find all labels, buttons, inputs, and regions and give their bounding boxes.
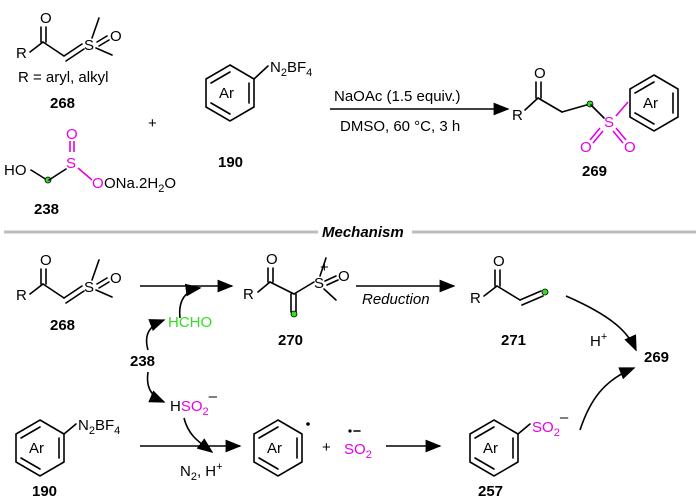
structure-271: O R [470, 253, 549, 307]
structure-270: O R S + O [243, 251, 350, 318]
diazonium-label: N2BF4 [270, 59, 312, 79]
proton-label: H+ [590, 331, 607, 350]
n2-h-label: N2, H+ [180, 461, 223, 483]
compound-268-label: 268 [50, 95, 75, 112]
atom-r: R [512, 107, 523, 124]
aryl-label: Ar [29, 440, 44, 457]
atom-o: O [110, 270, 122, 287]
atom-r: R [16, 287, 27, 304]
atom-r: R [16, 45, 27, 62]
structure-269: O R S O O Ar [512, 65, 679, 156]
mechanism-title: Mechanism [322, 224, 404, 241]
mechanism-divider: Mechanism [4, 224, 696, 241]
atom-o: O [493, 253, 505, 270]
compound-271-label: 271 [501, 332, 526, 349]
plus-sign: + [322, 439, 331, 456]
compound-257-label: 257 [478, 483, 503, 500]
structure-268-top: O R S O [16, 10, 122, 62]
structure-190-mech: Ar N2BF4 [15, 417, 120, 477]
atom-r: R [470, 290, 481, 307]
arrow-257-to-269 [579, 367, 636, 431]
aryl-label: Ar [483, 440, 498, 457]
atom-o: O [66, 126, 78, 143]
arrow-271-to-269 [565, 295, 637, 352]
atom-r: R [243, 286, 254, 303]
compound-238-mech-label: 238 [130, 353, 155, 370]
atom-o: O [110, 28, 122, 45]
structure-238: HO S O O ONa.2H2O [4, 126, 176, 195]
compound-190-mech-label: 190 [32, 483, 57, 500]
atom-s: S [84, 279, 94, 296]
na-label: ONa.2H2O [104, 175, 176, 195]
diazonium-label: N2BF4 [78, 417, 120, 437]
atom-s: S [84, 37, 94, 54]
so2-radical-label: SO2 [344, 441, 372, 461]
aryl-label: Ar [267, 440, 282, 457]
compound-270-label: 270 [278, 332, 303, 349]
atom-o: O [624, 139, 636, 156]
hcho-label: HCHO [168, 314, 212, 331]
conditions-label: DMSO, 60 °C, 3 h [340, 118, 460, 135]
atom-ho: HO [4, 162, 27, 179]
atom-s: S [314, 275, 324, 292]
atom-o: O [40, 10, 52, 27]
atom-o: O [580, 139, 592, 156]
reagent-label: NaOAc (1.5 equiv.) [334, 88, 460, 105]
structure-268-mech: O R S O [16, 252, 122, 304]
atom-s: S [604, 114, 614, 131]
curved-arrow-loss [183, 417, 214, 453]
aryl-radical: Ar [253, 419, 310, 477]
structure-190-top: Ar N2BF4 [205, 59, 312, 122]
arrow-238-to-hso2 [146, 371, 166, 403]
compound-269-mech-label: 269 [644, 349, 669, 366]
curved-arrow-hcho [178, 283, 202, 319]
structure-257: Ar SO2– [469, 409, 569, 477]
charge-plus: + [320, 259, 329, 276]
atom-o: O [338, 268, 350, 285]
aryl-label: Ar [643, 95, 658, 112]
plus-sign: + [148, 115, 157, 132]
so2-anion-label: SO2– [532, 409, 569, 439]
compound-268-mech-label: 268 [50, 317, 75, 334]
compound-190-label: 190 [218, 154, 243, 171]
compound-269-label: 269 [582, 163, 607, 180]
arrow-238-to-hcho [145, 319, 166, 351]
atom-o: O [266, 251, 278, 268]
reduction-label: Reduction [362, 291, 430, 308]
compound-238-label: 238 [34, 201, 59, 218]
r-definition: R = aryl, alkyl [18, 69, 108, 86]
atom-o: O [534, 65, 546, 82]
hso2-label: HSO2– [170, 388, 218, 418]
atom-o: O [40, 252, 52, 269]
aryl-label: Ar [219, 85, 234, 102]
atom-o: O [92, 175, 104, 192]
atom-s: S [66, 155, 76, 172]
